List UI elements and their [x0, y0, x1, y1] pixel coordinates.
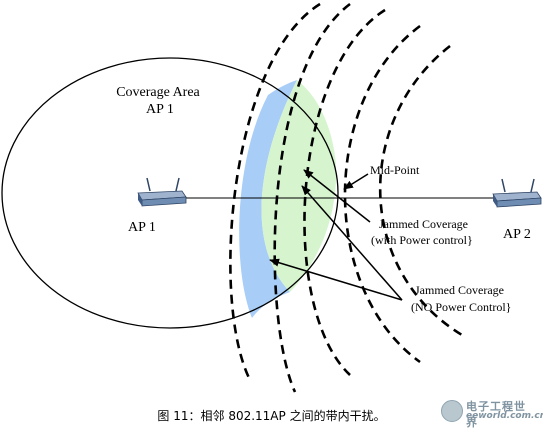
- interference-arc-5: [378, 44, 463, 337]
- jam-pc-label-line1: Jammed Coverage: [379, 217, 468, 231]
- logo-text-en: eeworld.com.cn: [466, 411, 543, 421]
- jam-pc-label-line2: (with Power control}: [371, 233, 473, 247]
- ap2-router-icon: [492, 178, 542, 208]
- interference-arc-1: [229, 2, 321, 381]
- arrow-midpoint: [343, 173, 369, 190]
- midpoint-label: Mid-Point: [370, 163, 420, 177]
- logo-text-cn: 电子工程世界: [466, 400, 526, 429]
- green-jammed-region: [261, 80, 337, 292]
- interference-arc-2: [273, 2, 351, 393]
- ap2-label: AP 2: [503, 227, 531, 242]
- ap1-router-icon: [137, 177, 187, 207]
- ap1-label: AP 1: [128, 220, 156, 235]
- arrow-jam-nopc-2: [269, 258, 403, 301]
- jam-nopc-label-line1: Jammed Coverage: [415, 283, 504, 297]
- site-logo: 电子工程世界 eeworld.com.cn: [441, 398, 543, 429]
- interference-arc-4: [343, 24, 421, 364]
- coverage-label-line2: AP 1: [146, 102, 174, 117]
- arrow-jam-nopc-1: [301, 185, 403, 301]
- logo-mark-icon: [441, 400, 463, 422]
- coverage-label-line1: Coverage Area: [116, 85, 200, 100]
- ap1-coverage-ellipse: [1, 57, 339, 329]
- blue-jammed-region: [239, 80, 297, 318]
- figure-caption: 图 11：相邻 802.11AP 之间的带内干扰。: [157, 409, 386, 423]
- jam-nopc-label-line2: (NO Power Control}: [411, 300, 511, 314]
- arrow-jam-pc: [303, 169, 371, 223]
